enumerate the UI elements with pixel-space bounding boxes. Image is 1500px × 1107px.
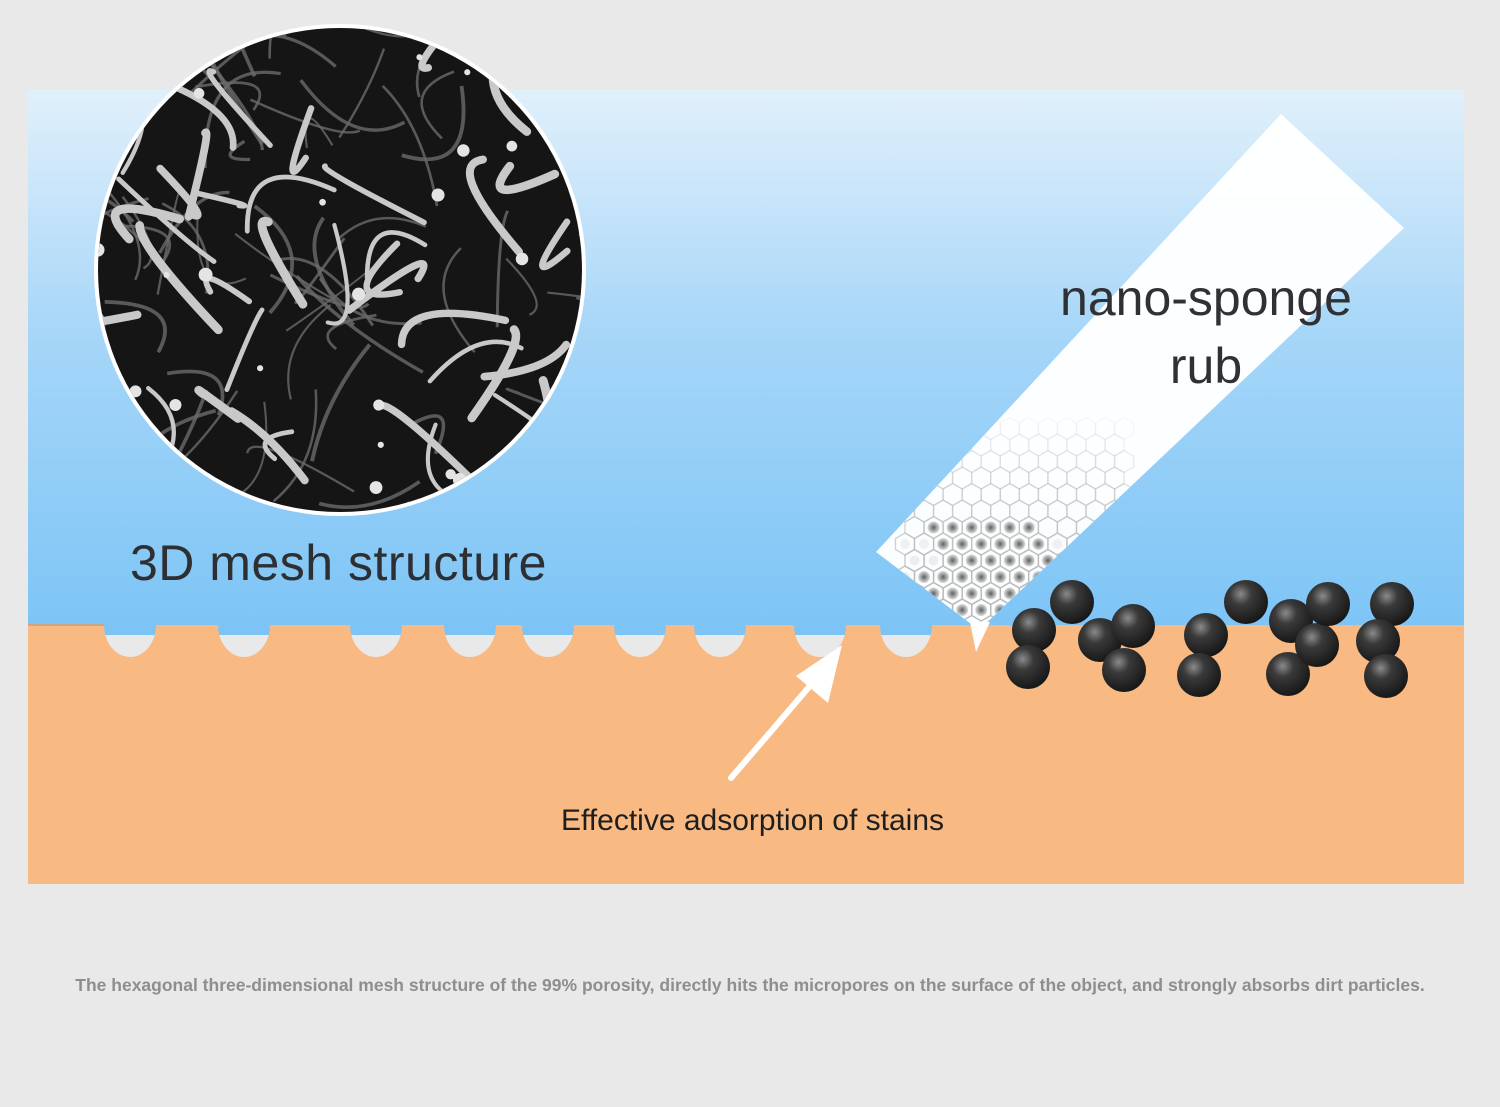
nano-sponge-label-line2: rub xyxy=(1169,338,1243,394)
nano-sponge-label: nano-sponge rub xyxy=(1040,264,1372,400)
dirt-particle-icon xyxy=(1012,608,1056,652)
object-surface xyxy=(28,625,1464,884)
dirt-particle-icon xyxy=(1078,618,1122,662)
mesh-structure-label: 3D mesh structure xyxy=(130,535,547,591)
dirt-particle-icon xyxy=(1111,604,1155,648)
dirt-particle-icon xyxy=(1370,582,1414,626)
dirt-particle-icon xyxy=(1006,645,1050,689)
dirt-particle-icon xyxy=(1177,653,1221,697)
mesh-micrograph-icon xyxy=(94,24,586,516)
dirt-particle-icon xyxy=(1295,623,1339,667)
dirt-particle-icon xyxy=(1266,652,1310,696)
dirt-particle-icon xyxy=(1184,613,1228,657)
arrow-up-right-icon xyxy=(728,645,842,781)
dirt-particle-icon xyxy=(1224,580,1268,624)
dirt-particle-icon xyxy=(1102,648,1146,692)
nano-sponge-label-line1: nano-sponge xyxy=(1060,270,1352,326)
dirt-particle-icon xyxy=(1356,619,1400,663)
dirt-particle-icon xyxy=(1306,582,1350,626)
dirt-particle-icon xyxy=(1364,654,1408,698)
dirt-particle-icon xyxy=(1050,580,1094,624)
adsorption-label: Effective adsorption of stains xyxy=(561,804,944,837)
caption-text: The hexagonal three-dimensional mesh str… xyxy=(75,975,1425,995)
dirt-particles xyxy=(1006,580,1414,698)
